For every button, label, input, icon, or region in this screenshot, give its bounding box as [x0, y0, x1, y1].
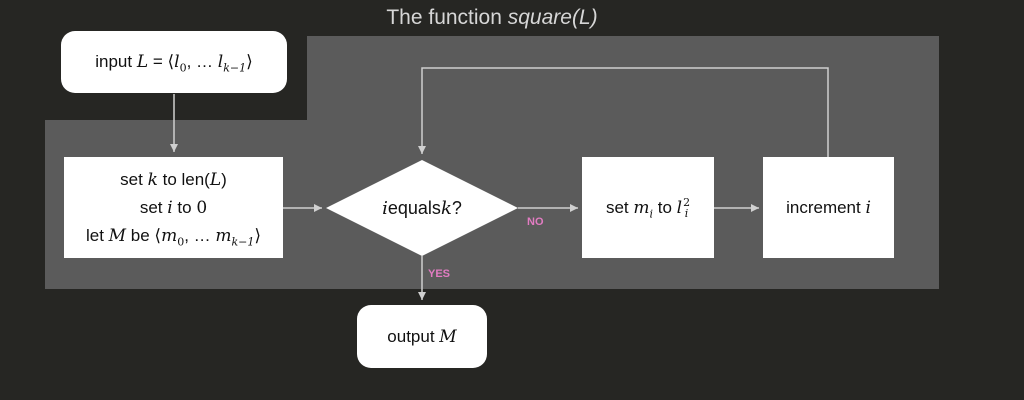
init-line-1: set k to len(L) — [120, 169, 227, 190]
edge-label-yes: YES — [428, 268, 451, 280]
edge-label-no: NO — [527, 216, 544, 228]
output-node: output M — [357, 305, 487, 368]
input-node: input L = ⟨l0, … lk−1⟩ — [61, 31, 287, 93]
init-line-2: set i to 0 — [139, 197, 208, 218]
increment-node: increment i — [763, 157, 894, 258]
init-node: set k to len(L) set i to 0 let M be ⟨m0,… — [64, 157, 283, 258]
init-line-3: let M be ⟨m0, … mk−1⟩ — [85, 225, 262, 248]
decision-diamond — [326, 160, 518, 256]
decision-label: i equals k? — [382, 197, 462, 219]
diagram-title: The function square(L) — [386, 6, 598, 29]
edge-increment-loop-back — [418, 67, 829, 157]
